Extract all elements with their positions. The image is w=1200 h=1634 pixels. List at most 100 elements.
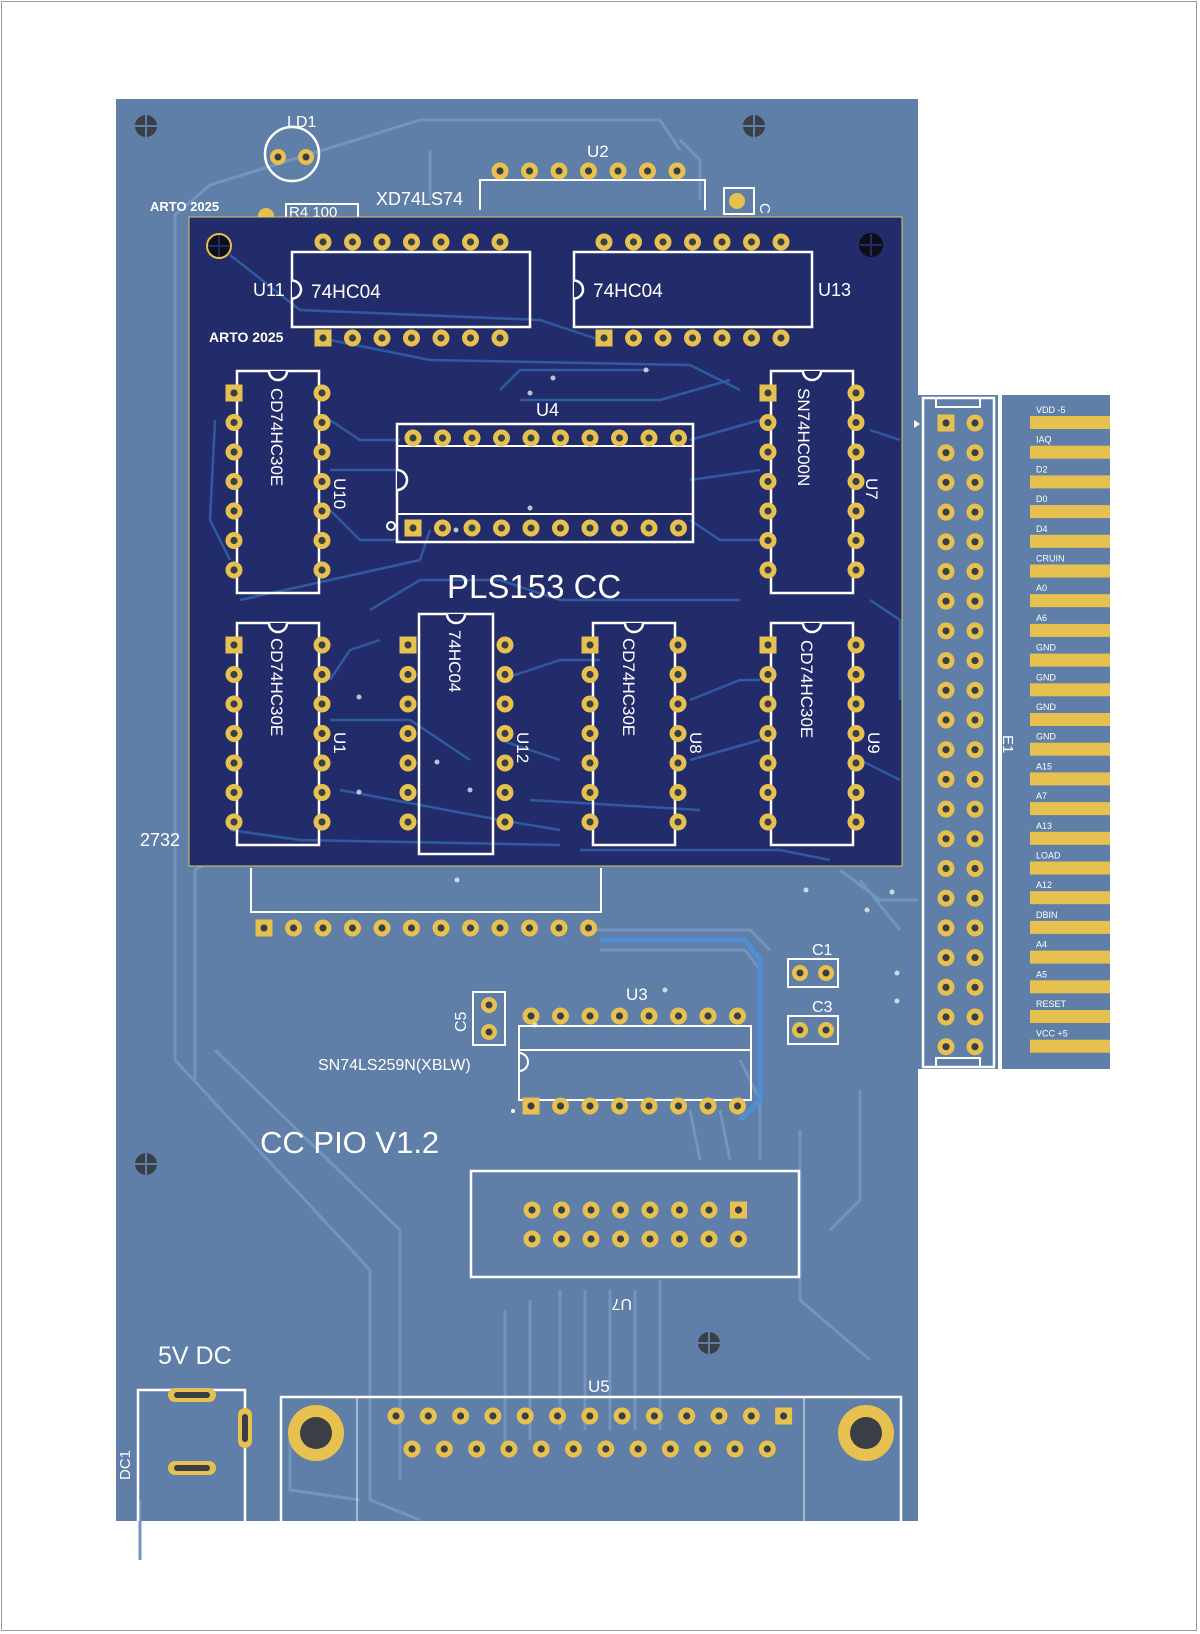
pad <box>641 1230 659 1248</box>
pad <box>669 813 687 831</box>
daughter-board: ARTO 2025 PLS153 CC U11 74HC04 U13 74HC0… <box>188 216 903 867</box>
pad <box>966 741 984 759</box>
pad <box>609 162 627 180</box>
pad <box>847 695 865 713</box>
edge-finger <box>1030 891 1110 905</box>
pad <box>700 1230 718 1248</box>
pad <box>399 666 417 683</box>
u9-ref-label: U9 <box>864 732 883 754</box>
pad <box>484 1407 502 1425</box>
mount-hole-icon <box>206 233 232 259</box>
pad <box>847 666 865 683</box>
mount-hole-icon <box>135 1153 157 1175</box>
pad <box>847 443 865 461</box>
chip-u4: U4 <box>386 400 695 544</box>
pad <box>313 636 331 654</box>
pad <box>847 754 865 772</box>
edge-finger <box>1030 772 1110 786</box>
pad <box>313 666 331 683</box>
edge-pin-label: D0 <box>1036 494 1048 504</box>
pad <box>434 519 451 537</box>
pad <box>496 813 514 831</box>
pad <box>743 329 760 347</box>
pad <box>373 233 391 251</box>
pad <box>670 429 687 447</box>
pad <box>314 919 332 937</box>
pad <box>847 636 865 654</box>
pad <box>432 233 450 251</box>
pad <box>522 1097 540 1115</box>
pad <box>758 1440 776 1458</box>
edge-finger <box>1030 623 1110 637</box>
pad <box>966 800 984 818</box>
pad <box>493 519 510 537</box>
pad <box>581 725 599 742</box>
pad <box>847 502 865 520</box>
pad <box>641 1201 659 1219</box>
u11-part-label: 74HC04 <box>311 282 381 303</box>
u2-part-label: XD74LS74 <box>376 189 463 209</box>
pad <box>640 1097 658 1115</box>
u1-ref-label: U1 <box>330 732 349 754</box>
pad <box>225 636 243 654</box>
pad <box>847 384 865 402</box>
pad <box>522 519 540 537</box>
pad <box>491 919 509 937</box>
c-right-label: C <box>756 203 773 214</box>
pad <box>523 1201 541 1219</box>
pad <box>937 622 955 640</box>
dc-jack-dc1: 5V DC DC1 <box>117 1342 252 1521</box>
pad <box>669 695 687 713</box>
pad <box>285 919 302 937</box>
u2-pads <box>491 162 686 180</box>
pad <box>611 429 628 447</box>
pad <box>640 429 658 447</box>
pad <box>255 919 273 937</box>
pad <box>847 725 865 742</box>
c-right-outline <box>723 187 755 215</box>
pad <box>403 1440 421 1458</box>
edge-pin-label: A0 <box>1036 583 1047 593</box>
daughter-artist-stamp: ARTO 2025 <box>209 329 284 345</box>
pad <box>847 473 865 490</box>
pad <box>434 429 451 447</box>
pad <box>496 695 514 713</box>
pad <box>521 919 538 937</box>
pad <box>581 754 599 772</box>
pad <box>670 1007 687 1025</box>
pad <box>225 725 243 742</box>
pad <box>225 561 243 579</box>
edge-pin-label: VDD -5 <box>1036 405 1066 415</box>
pad <box>645 1407 663 1425</box>
pad <box>937 473 955 491</box>
edge-finger <box>1030 475 1110 489</box>
pad <box>966 503 984 521</box>
pad <box>772 329 790 347</box>
connector-u5: U5 <box>279 1377 903 1521</box>
u7-header-pads <box>523 1201 747 1248</box>
edge-finger <box>1030 564 1110 578</box>
pad <box>937 503 955 521</box>
edge-pin-label: D2 <box>1036 464 1048 474</box>
pad <box>966 1038 984 1056</box>
pad <box>759 784 777 801</box>
pad <box>937 1038 955 1056</box>
pad <box>313 695 331 713</box>
pad <box>669 754 687 772</box>
edge-finger <box>1030 802 1110 816</box>
pad <box>759 443 777 461</box>
pad <box>399 695 417 713</box>
pad <box>937 949 955 967</box>
pad <box>713 233 731 251</box>
u12-part-label: 74HC04 <box>445 630 464 692</box>
pad <box>847 813 865 831</box>
pad <box>522 429 540 447</box>
board-title: CC PIO V1.2 <box>260 1125 439 1160</box>
pad <box>523 1230 541 1248</box>
pad <box>581 1407 599 1425</box>
u2-ref-label: U2 <box>587 142 609 161</box>
u3-part-label: SN74LS259N(XBLW) <box>318 1057 471 1074</box>
pad <box>225 695 243 713</box>
edge-pin-label: LOAD <box>1036 851 1061 861</box>
pad <box>742 1407 760 1425</box>
